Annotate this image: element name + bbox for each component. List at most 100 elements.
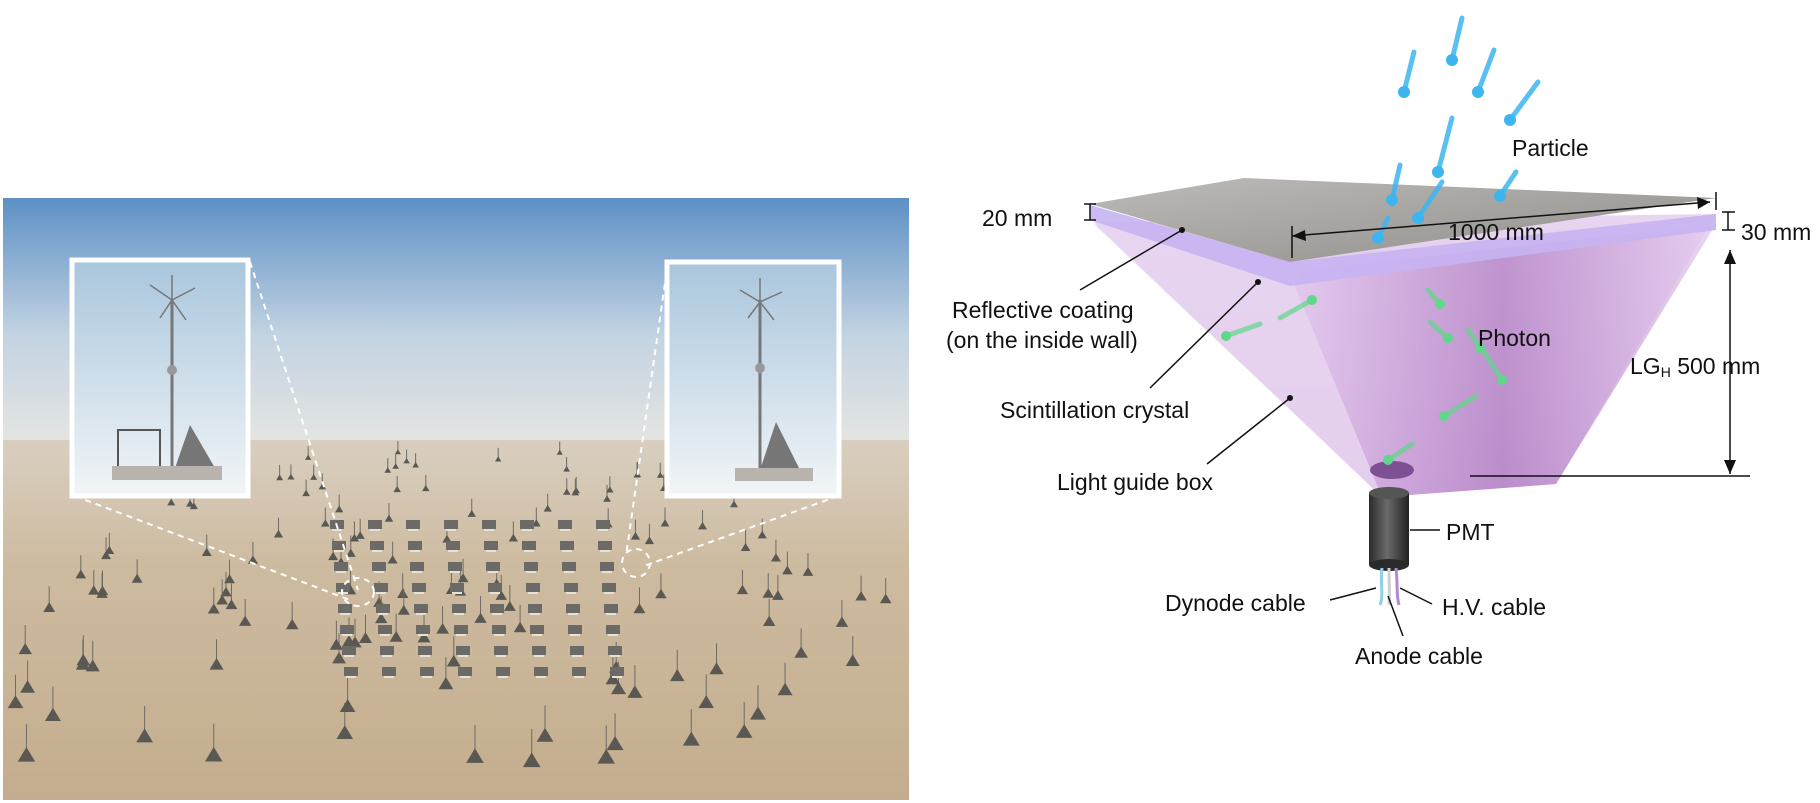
- detector-station: [530, 625, 544, 636]
- detector-station: [520, 520, 534, 531]
- detector-station: [225, 583, 238, 610]
- detector-station: [568, 625, 582, 636]
- detector-station: [669, 649, 685, 682]
- dim-top-label: 20 mm: [982, 205, 1052, 231]
- dynode-cable-label: Dynode cable: [1165, 590, 1306, 616]
- detector-station: [209, 639, 224, 670]
- detector-station: [43, 586, 56, 613]
- detector-station: [524, 562, 538, 573]
- hv-cable: [1394, 567, 1401, 606]
- detector-station: [370, 541, 384, 552]
- inset-callout-lines: [74, 261, 839, 607]
- detector-station: [466, 724, 484, 763]
- detector-station: [474, 596, 487, 623]
- top-plate: [1090, 178, 1716, 262]
- detector-station: [416, 625, 430, 636]
- detector-station: [526, 583, 540, 594]
- detector-station: [484, 541, 498, 552]
- detector-station: [513, 604, 527, 633]
- detector-station-inset-left: [69, 257, 251, 499]
- detector-station: [606, 625, 620, 636]
- detector-station: [276, 464, 284, 481]
- detector-station: [273, 517, 284, 538]
- particle-streak: [1446, 15, 1465, 66]
- detector-station: [682, 709, 700, 746]
- detector-station: [458, 667, 472, 678]
- dimension-arrows: [1179, 197, 1736, 474]
- detector-station: [340, 625, 354, 636]
- detector-station: [136, 706, 154, 743]
- photon-streak: [1481, 349, 1507, 385]
- detector-station: [320, 507, 330, 527]
- detector-station: [397, 573, 409, 599]
- light-guide-left-face: [1094, 224, 1382, 497]
- detector-station: [446, 636, 461, 667]
- detector-station: [378, 625, 392, 636]
- detector-station: [104, 532, 115, 555]
- height-subscript: H: [1661, 364, 1671, 380]
- detector-station: [543, 493, 552, 512]
- detector-station: [564, 583, 578, 594]
- detector-station: [608, 646, 622, 657]
- detector-station: [571, 478, 580, 496]
- detector-station: [531, 507, 541, 527]
- reflective-coating-sub-label: (on the inside wall): [946, 327, 1138, 353]
- detector-station: [794, 628, 808, 658]
- detector-station: [496, 667, 510, 678]
- particle-streak: [1412, 179, 1445, 224]
- detector-station: [560, 541, 574, 552]
- detector-station: [660, 507, 670, 527]
- detector-station: [534, 667, 548, 678]
- detector-station: [482, 520, 496, 531]
- detector-station: [438, 657, 454, 690]
- detector-station: [20, 660, 36, 693]
- particle-streak: [1386, 162, 1403, 206]
- detector-station: [412, 583, 426, 594]
- detector-station: [604, 604, 618, 615]
- detector-station: [394, 441, 401, 455]
- detector-station: [335, 494, 344, 513]
- detector-station: [387, 541, 398, 564]
- detector-station: [802, 552, 814, 576]
- detector-station: [342, 646, 356, 657]
- detector-station: [436, 605, 449, 634]
- detector-field: [7, 441, 892, 768]
- detector-station: [562, 478, 571, 495]
- detector-station: [532, 646, 546, 657]
- detector-diagram: Particle 20 mm 1000 mm 30 mm Reflective …: [946, 15, 1811, 669]
- detector-station: [709, 643, 724, 675]
- detector-station: [457, 558, 469, 583]
- detector-station: [422, 474, 430, 492]
- detector-station: [17, 723, 36, 762]
- detector-station: [503, 585, 516, 611]
- detector-station: [384, 458, 392, 473]
- detector-station: [508, 521, 518, 542]
- detector-station: [368, 520, 382, 531]
- detector-station: [467, 498, 476, 517]
- photon-streak: [1383, 441, 1415, 465]
- detector-station: [782, 551, 793, 575]
- detector-station: [835, 599, 849, 627]
- detector-station-inset-right: [664, 259, 842, 499]
- detector-station: [596, 520, 610, 531]
- detector-station: [448, 562, 462, 573]
- detector-station: [418, 646, 432, 657]
- detector-station: [698, 674, 714, 709]
- detector-station: [389, 613, 403, 642]
- detector-station: [344, 667, 358, 678]
- detector-station: [338, 604, 352, 615]
- height-prefix: LG: [1630, 353, 1661, 379]
- detector-station: [216, 579, 229, 605]
- detector-station: [522, 728, 541, 768]
- detector-station: [384, 503, 394, 522]
- detector-station: [522, 541, 536, 552]
- dynode-cable: [1378, 567, 1384, 606]
- detector-station: [334, 562, 348, 573]
- pmt-bottom: [1369, 559, 1409, 571]
- light-guide-box-label: Light guide box: [1057, 469, 1214, 495]
- detector-station: [358, 614, 373, 643]
- detector-array-photo: [3, 198, 909, 800]
- detector-station: [201, 534, 212, 556]
- detector-station: [750, 685, 766, 720]
- detector-station: [76, 635, 91, 666]
